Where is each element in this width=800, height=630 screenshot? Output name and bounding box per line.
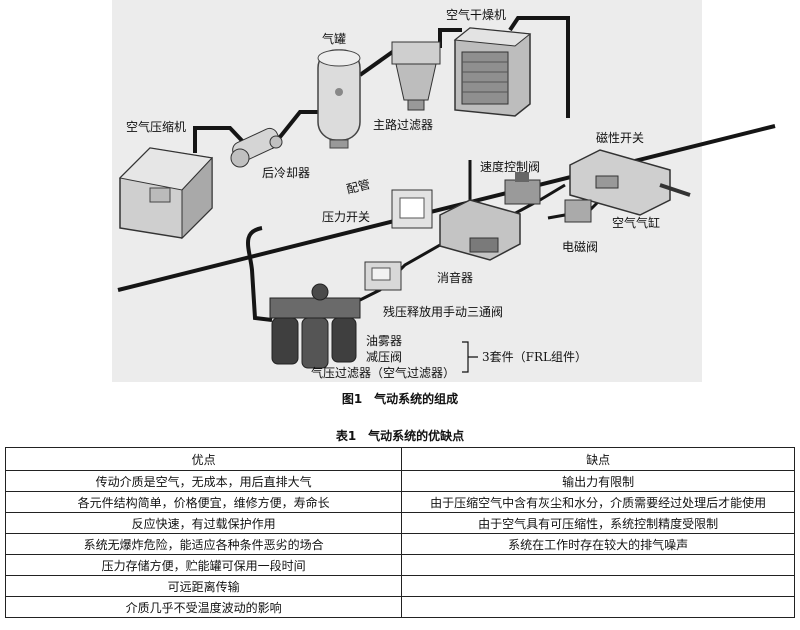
main-pipe	[117, 124, 776, 292]
table-row: 可远距离传输	[4, 575, 795, 597]
frl-bracket	[462, 341, 478, 373]
pro-cell: 反应快速，有过载保护作用	[4, 512, 403, 534]
label-dryer: 空气干燥机	[446, 8, 507, 22]
label-compressor: 空气压缩机	[126, 120, 187, 134]
figure-caption: 图1 气动系统的组成	[341, 392, 459, 406]
three-way-valve-device	[364, 261, 402, 291]
air-compressor	[118, 147, 214, 240]
label-air-filter: 气压过滤器（空气过滤器）	[311, 366, 456, 380]
con-cell	[401, 575, 795, 597]
table-row: 传动介质是空气，无成本，用后直排大气 输出力有限制	[4, 470, 795, 492]
pro-cell: 介质几乎不受温度波动的影响	[4, 596, 403, 618]
label-three-way-valve: 残压释放用手动三通阀	[383, 305, 504, 319]
pro-cell: 压力存储方便，贮能罐可保用一段时间	[4, 554, 403, 576]
pipe-to-solenoid	[547, 213, 566, 220]
table-header-row: 优点 缺点	[4, 447, 795, 471]
table-row: 系统无爆炸危险，能适应各种条件恶劣的场合 系统在工作时存在较大的排气噪声	[4, 533, 795, 555]
main-line-filter	[391, 41, 441, 111]
table-row: 反应快速，有过载保护作用 由于空气具有可压缩性，系统控制精度受限制	[4, 512, 795, 534]
label-solenoid: 电磁阀	[562, 240, 599, 254]
valve-manifold-device	[439, 199, 521, 261]
air-cylinder-device	[569, 149, 691, 216]
table-caption: 表1 气动系统的优缺点	[335, 429, 465, 443]
label-pressure-switch: 压力开关	[322, 210, 371, 224]
aftercooler	[230, 127, 283, 168]
header-pros: 优点	[4, 447, 403, 471]
con-cell: 由于空气具有可压缩性，系统控制精度受限制	[401, 512, 795, 534]
con-cell: 系统在工作时存在较大的排气噪声	[401, 533, 795, 555]
label-aftercooler: 后冷却器	[262, 166, 311, 180]
pneumatic-system-figure: 空气压缩机 后冷却器 气罐 主路过滤器 空气干燥机 配管 压力开关 速度控制阀 …	[112, 0, 776, 382]
label-silencer: 消音器	[437, 271, 474, 285]
label-magnetic-switch: 磁性开关	[596, 131, 645, 145]
con-cell	[401, 596, 795, 618]
label-lubricator: 油雾器	[366, 334, 403, 348]
label-frl-set: 3套件（FRL组件）	[482, 350, 587, 364]
pipe-drop-to-frl	[246, 226, 273, 322]
label-cylinder: 空气气缸	[612, 216, 661, 230]
frl-unit-device	[269, 283, 361, 369]
table-row: 介质几乎不受温度波动的影响	[4, 596, 795, 618]
con-cell: 由于压缩空气中含有灰尘和水分，介质需要经过处理后才能使用	[401, 491, 795, 513]
pro-cell: 各元件结构简单，价格便宜，维修方便，寿命长	[4, 491, 403, 513]
pro-cell: 系统无爆炸危险，能适应各种条件恶劣的场合	[4, 533, 403, 555]
air-tank	[317, 49, 361, 149]
con-cell	[401, 554, 795, 576]
air-dryer	[453, 27, 532, 117]
speed-control-valve-device	[504, 172, 541, 205]
label-tank: 气罐	[322, 32, 347, 46]
figure-illustration	[112, 0, 776, 382]
label-speed-valve: 速度控制阀	[480, 160, 541, 174]
solenoid-valve-device	[564, 199, 592, 223]
pro-cell: 传动介质是空气，无成本，用后直排大气	[4, 470, 403, 492]
pressure-switch-device	[391, 189, 433, 229]
pro-cell: 可远距离传输	[4, 575, 403, 597]
pipe-dryer-to-main	[508, 16, 570, 118]
con-cell: 输出力有限制	[401, 470, 795, 492]
label-main-filter: 主路过滤器	[373, 118, 434, 132]
table-row: 各元件结构简单，价格便宜，维修方便，寿命长 由于压缩空气中含有灰尘和水分，介质需…	[4, 491, 795, 513]
label-regulator: 减压阀	[366, 350, 403, 364]
table-row: 压力存储方便，贮能罐可保用一段时间	[4, 554, 795, 576]
pros-cons-table: 优点 缺点 传动介质是空气，无成本，用后直排大气 输出力有限制 各元件结构简单，…	[4, 447, 795, 618]
header-cons: 缺点	[401, 447, 795, 471]
